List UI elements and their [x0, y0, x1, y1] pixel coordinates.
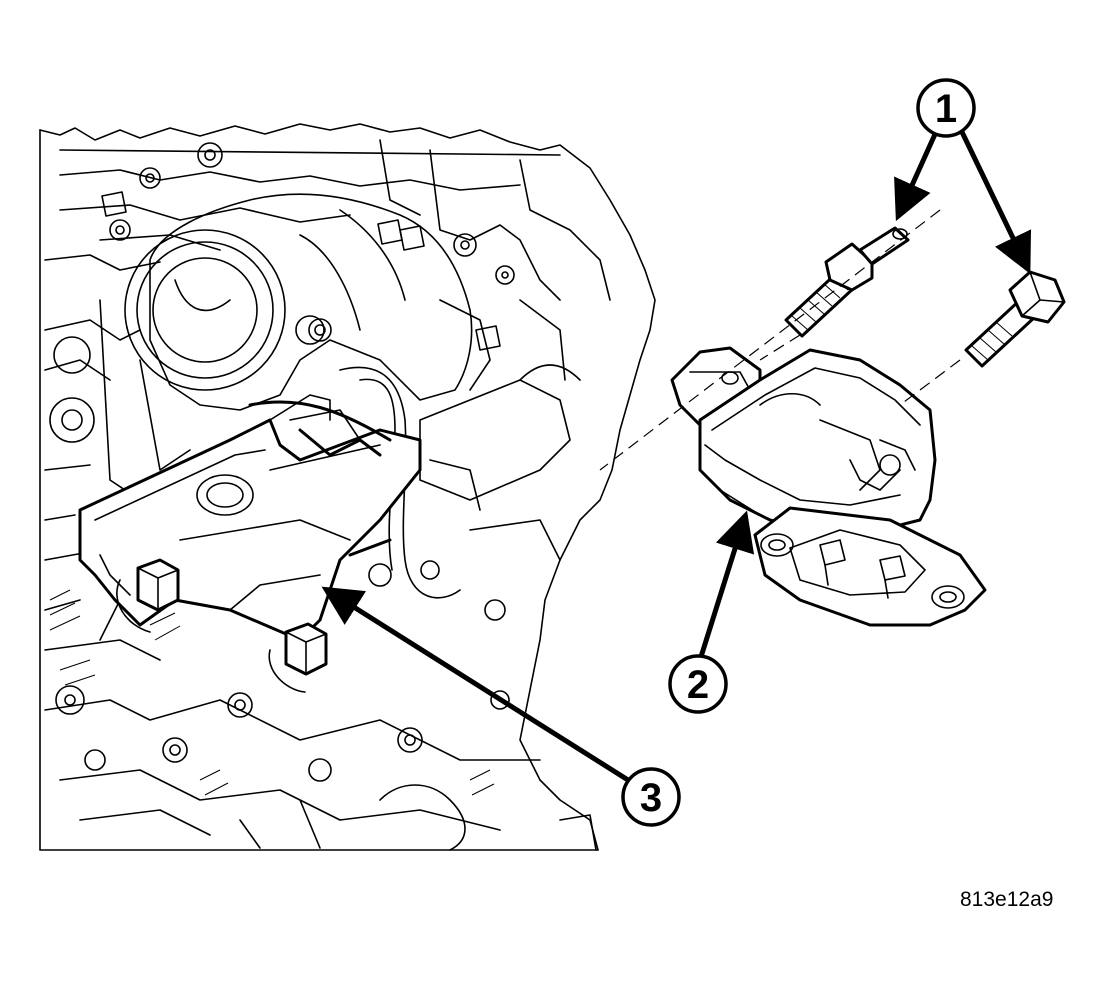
bracket-hex-bolt: [116, 558, 180, 633]
alignment-line: [899, 359, 961, 406]
block-shading: [49, 589, 495, 796]
callout-3-leader: [321, 586, 630, 783]
alignment-line: [599, 209, 941, 471]
callout-2-label: 2: [687, 663, 709, 707]
egr-valve: [670, 346, 987, 627]
egr-tube-bracket: [78, 394, 422, 693]
fastener-bolt: [964, 270, 1066, 368]
callout-1-label: 1: [935, 87, 957, 131]
alignment-line: [759, 334, 801, 361]
fastener-stud: [784, 226, 910, 338]
head-bolt-boss: [109, 142, 515, 342]
callout-1-leader-b: [959, 130, 1032, 275]
callout-3: 3: [621, 767, 681, 827]
callout-2: 2: [668, 654, 728, 714]
engine-block: [39, 123, 656, 851]
callout-1-leader-a: [894, 130, 939, 222]
head-hex-bolts: [101, 191, 501, 351]
callout-1: 1: [916, 78, 976, 138]
bracket-hex-bolt: [268, 622, 328, 693]
figure-code: 813e12a9: [960, 888, 1054, 911]
coolant-outlet-housing: [124, 193, 473, 411]
callout-2-leader: [697, 510, 755, 661]
callout-3-label: 3: [640, 776, 662, 820]
